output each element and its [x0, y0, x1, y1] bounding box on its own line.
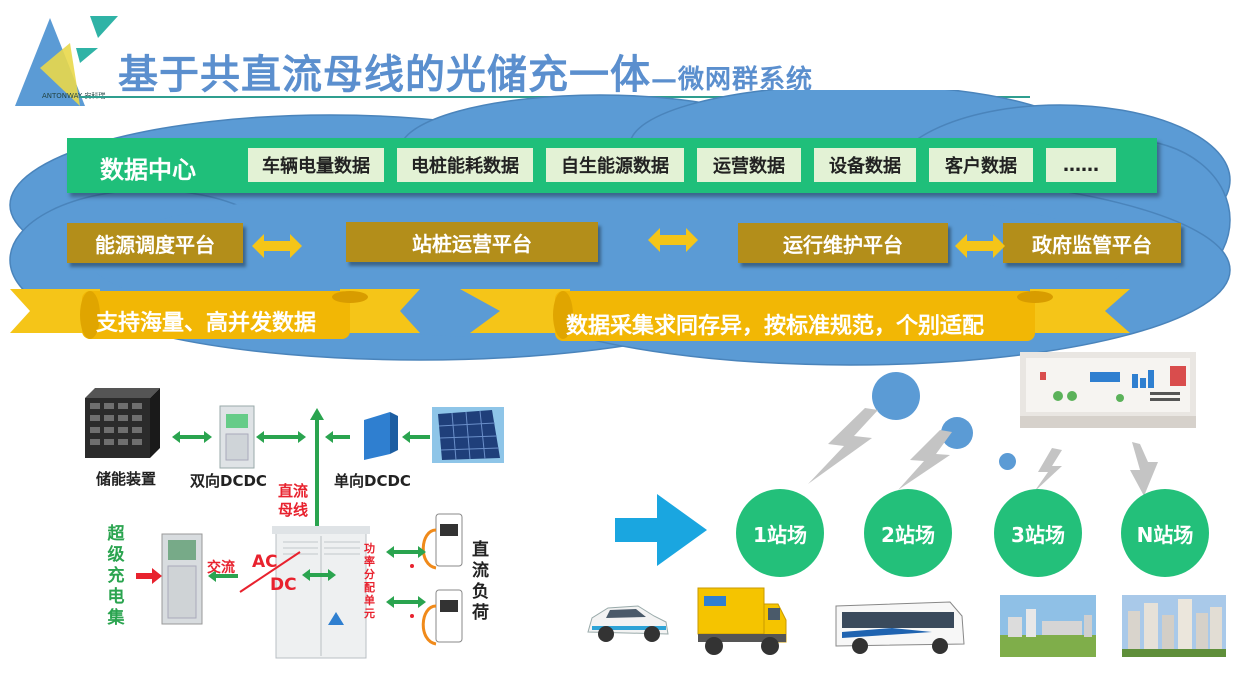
title-main: 基于共直流母线的光储充一体 — [118, 52, 651, 98]
platform-station-operation: 站桩运营平台 — [346, 222, 598, 262]
cabinet-icon — [161, 533, 203, 625]
double-arrow-icon — [252, 234, 302, 258]
logo-icon: ANTONWAY 安科瑞 — [15, 16, 118, 106]
double-arrow-icon — [955, 234, 1005, 258]
flow-arrow-icon — [615, 494, 707, 566]
truck-icon — [697, 587, 787, 655]
data-item-customer: 客户数据 — [929, 148, 1033, 182]
data-item-vehicle: 车辆电量数据 — [248, 148, 384, 182]
data-item-device: 设备数据 — [814, 148, 916, 182]
inverter-icon — [364, 412, 398, 460]
label-acdc-bottom: DC — [270, 575, 297, 595]
charger-icon — [421, 513, 463, 570]
label-uni-dcdc: 单向DCDC — [334, 472, 411, 490]
label-dc-load: 直流负荷 — [472, 540, 489, 623]
cabinet-icon — [272, 526, 370, 659]
data-item-operation: 运营数据 — [697, 148, 801, 182]
platform-energy-dispatch: 能源调度平台 — [67, 223, 243, 263]
label-bi-dcdc: 双向DCDC — [190, 472, 267, 490]
platform-government: 政府监管平台 — [1003, 223, 1181, 263]
data-item-pile: 电桩能耗数据 — [397, 148, 533, 182]
scroll-banners — [10, 289, 1130, 341]
solar-panel-icon — [432, 407, 504, 463]
car-icon — [587, 605, 669, 642]
flow-arrows — [172, 408, 430, 562]
system-diagram — [85, 388, 504, 659]
page-title: 基于共直流母线的光储充一体—微网群系统 — [118, 42, 813, 100]
label-ac: 交流 — [207, 560, 235, 576]
bus-icon — [835, 601, 965, 654]
scroll-text-data-collection: 数据采集求同存异，按标准规范，个别适配 — [566, 314, 985, 339]
data-item-more: …… — [1046, 148, 1116, 182]
platform-maintenance: 运行维护平台 — [738, 223, 948, 263]
station-3: 3站场 — [994, 489, 1082, 577]
station-1: 1站场 — [736, 489, 824, 577]
battery-rack-icon — [85, 388, 160, 458]
data-center-label: 数据中心 — [100, 156, 196, 184]
building-icon — [1122, 595, 1226, 657]
lightning-icons — [808, 408, 1158, 496]
label-storage: 储能装置 — [96, 470, 157, 488]
label-power-unit: 功率分配单元 — [364, 542, 375, 620]
dashboard-screen-icon — [1020, 352, 1196, 428]
label-acdc-top: AC — [252, 552, 278, 572]
label-dc-bus: 直流母线 — [278, 482, 309, 519]
station-2: 2站场 — [864, 489, 952, 577]
double-arrow-icon — [648, 228, 698, 252]
label-supercharger: 超级充电集 — [107, 524, 125, 628]
network-bubble — [999, 453, 1016, 470]
data-item-energy: 自生能源数据 — [546, 148, 684, 182]
station-n: N站场 — [1121, 489, 1209, 577]
cabinet-icon — [219, 405, 255, 469]
scroll-text-massive-data: 支持海量、高并发数据 — [96, 311, 317, 336]
charger-icon — [421, 589, 463, 646]
svg-text:ANTONWAY 安科瑞: ANTONWAY 安科瑞 — [42, 91, 105, 100]
logo: ANTONWAY 安科瑞 — [10, 8, 120, 108]
network-bubble — [872, 372, 920, 420]
lightning-icon — [808, 408, 1158, 496]
building-icon — [1000, 595, 1096, 657]
